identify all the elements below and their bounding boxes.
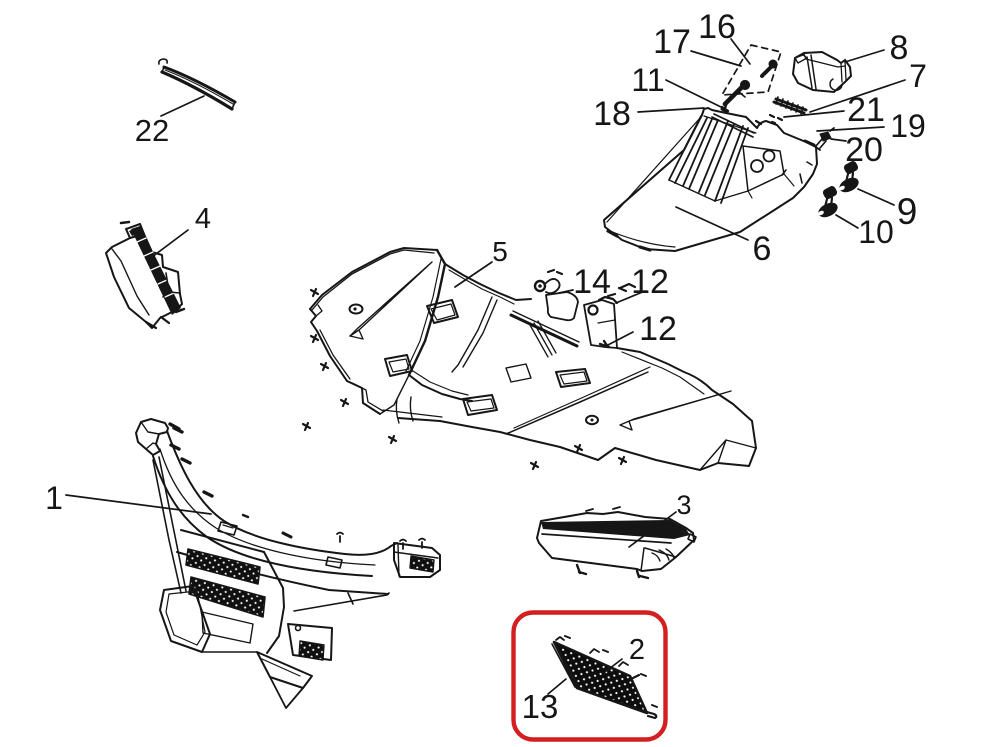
- svg-text:2: 2: [629, 634, 645, 666]
- svg-text:17: 17: [653, 23, 691, 61]
- svg-text:19: 19: [890, 108, 926, 144]
- svg-text:7: 7: [909, 58, 927, 94]
- svg-text:8: 8: [890, 29, 909, 67]
- svg-text:22: 22: [135, 113, 169, 148]
- svg-text:13: 13: [522, 688, 559, 725]
- svg-text:20: 20: [845, 131, 883, 169]
- svg-text:6: 6: [753, 230, 772, 268]
- svg-text:14: 14: [573, 263, 611, 301]
- svg-text:3: 3: [676, 490, 691, 520]
- svg-text:21: 21: [847, 91, 885, 129]
- svg-text:12: 12: [631, 263, 669, 301]
- svg-text:4: 4: [195, 203, 211, 235]
- svg-text:11: 11: [631, 62, 664, 98]
- svg-text:10: 10: [858, 214, 894, 250]
- svg-text:9: 9: [897, 191, 918, 232]
- svg-text:1: 1: [45, 480, 63, 516]
- svg-text:5: 5: [492, 236, 508, 267]
- svg-text:12: 12: [639, 310, 677, 348]
- svg-text:16: 16: [698, 8, 736, 46]
- svg-text:18: 18: [593, 95, 631, 133]
